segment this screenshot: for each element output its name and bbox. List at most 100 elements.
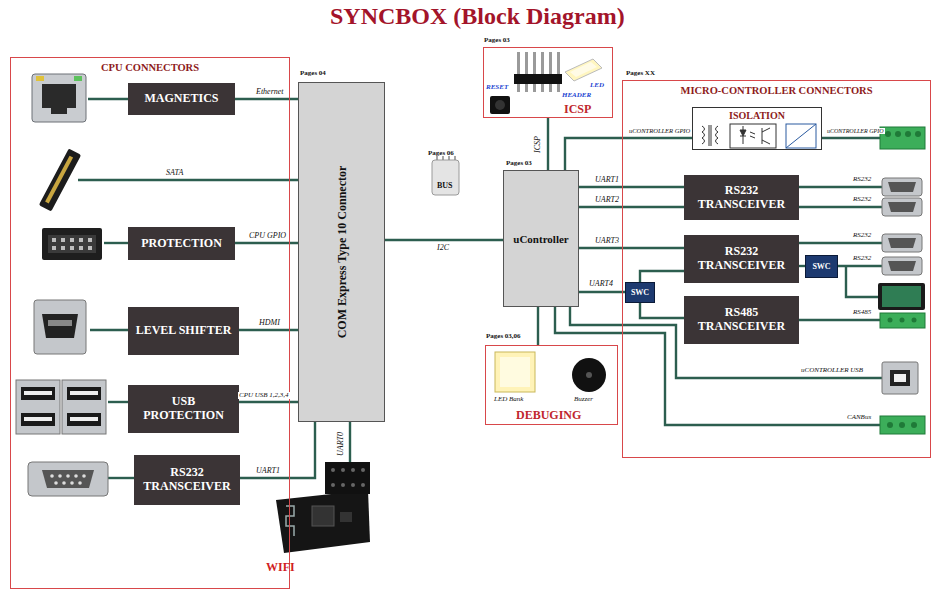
isolation-symbols — [709, 125, 711, 146]
usb-connector — [21, 387, 55, 400]
hdmi-connector — [34, 300, 86, 354]
terminal-block — [880, 127, 925, 149]
isolation-symbols — [786, 124, 816, 148]
lcd-display — [882, 286, 921, 307]
signal-wire — [235, 242, 298, 244]
idc-header — [52, 238, 92, 250]
annotation-label: RS232 — [852, 196, 872, 203]
idc-header — [88, 246, 92, 250]
usb-connector — [67, 387, 101, 400]
db9-connector — [70, 481, 74, 485]
db9-connector — [28, 462, 108, 496]
annotation-label: CANBus — [846, 414, 872, 421]
signal-label: UART4 — [588, 280, 614, 288]
region-title: DEBUGING — [516, 408, 581, 423]
terminal-block — [880, 127, 925, 149]
usb-b-connector — [894, 374, 906, 382]
terminal-block — [885, 131, 891, 137]
db9-connector — [888, 202, 916, 212]
terminal-block — [895, 131, 901, 137]
wire — [797, 206, 882, 208]
isolation-symbols — [716, 126, 719, 144]
region-title: MICRO-CONTROLLER CONNECTORS — [623, 85, 930, 96]
usb-b-connector — [890, 370, 910, 386]
annotation-label: RS232 — [852, 176, 872, 183]
isolation-symbols — [750, 132, 755, 138]
db9-connector — [882, 178, 922, 196]
db9-connector — [882, 257, 922, 275]
wifi-module — [340, 512, 352, 522]
led-symbol — [565, 59, 602, 81]
ethernet-jack — [42, 84, 76, 108]
idc-header — [70, 238, 74, 242]
usb-connector — [62, 380, 106, 434]
region-panel: CPU CONNECTORSMAGNETICSPROTECTIONLEVEL S… — [10, 57, 290, 589]
block-label: SWC — [631, 288, 649, 297]
isolation-symbols — [740, 130, 746, 136]
idc-header — [61, 246, 65, 250]
db9-connector — [882, 198, 922, 216]
wire — [78, 179, 298, 181]
isolation-box: ISOLATION — [692, 107, 822, 150]
annotation-label: Pages 03 — [506, 160, 532, 167]
region-title: ICSP — [564, 102, 591, 117]
signal-wire — [547, 118, 549, 170]
isolation-symbols — [786, 124, 816, 148]
ethernet-jack — [36, 76, 44, 81]
isolation-symbols — [702, 124, 816, 148]
wifi-module — [341, 483, 345, 487]
db9-connector — [882, 178, 922, 275]
bus-icon — [454, 156, 456, 160]
block-label: COM Express Type 10 Connector — [334, 166, 349, 339]
wire — [555, 307, 880, 425]
block-box: RS232 TRANSCEIVER — [134, 455, 240, 505]
wifi-module — [351, 483, 355, 487]
led-symbol — [570, 62, 597, 77]
usb-connector — [16, 380, 60, 434]
reset-button — [495, 100, 505, 110]
hdmi-connector — [48, 320, 72, 326]
block-label: RS232 TRANSCEIVER — [140, 466, 234, 494]
db9-connector — [888, 261, 916, 271]
controller-box: uController — [503, 170, 579, 307]
idc-header — [61, 238, 65, 242]
terminal-block — [915, 131, 921, 137]
isolation-symbols — [762, 128, 770, 144]
db9-connector — [888, 182, 916, 192]
annotation-label: Pages 06 — [428, 150, 454, 157]
block-label: RS485 TRANSCEIVER — [690, 306, 793, 334]
wifi-module — [276, 462, 370, 553]
pin-header — [533, 52, 536, 92]
isolation-symbols — [740, 126, 746, 144]
pin-header — [517, 52, 560, 92]
block-label: uController — [513, 233, 568, 245]
annotation-label: LED — [590, 82, 604, 89]
signal-label: UART1 — [255, 467, 281, 475]
hdmi-connector — [42, 314, 78, 338]
ethernet-jack — [51, 106, 67, 114]
wire — [797, 186, 882, 188]
isolation-symbols — [702, 126, 705, 144]
led-bank — [495, 352, 535, 392]
annotation-label: Pages 04 — [300, 70, 326, 77]
usb-connector — [70, 391, 98, 395]
reset-button — [490, 96, 510, 114]
signal-label: UART1 — [594, 176, 620, 184]
terminal-block — [905, 131, 911, 137]
region-panel: DEBUGING — [485, 345, 618, 425]
db9-connector — [28, 462, 108, 496]
block-box: PROTECTION — [128, 227, 235, 260]
terminal-block — [899, 422, 905, 428]
hdmi-connector — [34, 300, 86, 354]
annotation-label: uCONTROLLER GPIO — [826, 128, 885, 134]
lcd-display — [878, 283, 925, 310]
db9-connector — [78, 481, 82, 485]
led-bank — [500, 357, 530, 387]
wire — [797, 242, 882, 244]
db9-connector — [888, 238, 916, 248]
usb-connector — [24, 417, 52, 421]
usb-connector — [67, 413, 101, 426]
annotation-label: LED Bank — [494, 396, 523, 403]
wifi-module — [312, 506, 334, 526]
usb-b-connector — [882, 362, 918, 394]
